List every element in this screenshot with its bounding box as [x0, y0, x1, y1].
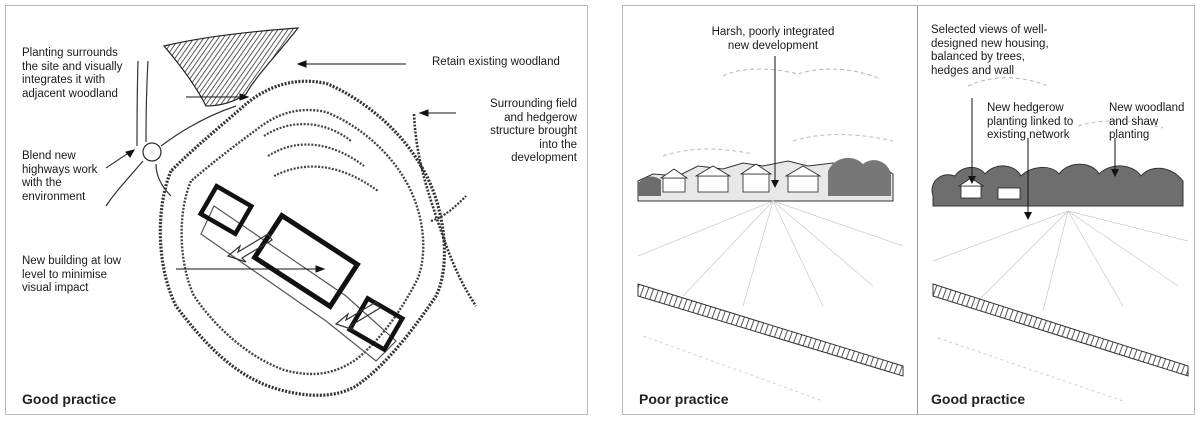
hedgerow-label: Surrounding field and hedgerow structure…	[456, 98, 577, 166]
poor-practice-view	[638, 56, 903, 401]
good-views-label: Selected views of well- designed new hou…	[931, 24, 1049, 78]
existing-woodland	[164, 28, 298, 106]
roundabout	[143, 143, 161, 161]
poor-practice-caption: Poor practice	[639, 391, 728, 407]
building-large	[255, 216, 358, 307]
building-label: New building at low level to minimise vi…	[22, 255, 121, 296]
site-boundary-outer	[160, 81, 444, 395]
site-plan-panel: Planting surrounds the site and visually…	[5, 5, 588, 415]
highways-label: Blend new highways work with the environ…	[22, 150, 97, 204]
good-hedgerow-label: New hedgerow planting linked to existing…	[987, 102, 1073, 143]
planting-label: Planting surrounds the site and visually…	[22, 47, 122, 101]
left-caption: Good practice	[22, 391, 116, 407]
site-boundary-inner	[182, 110, 424, 374]
good-woodland-label: New woodland and shaw planting	[1109, 102, 1184, 143]
landscape-views-illustration	[623, 6, 1196, 416]
good-practice-caption: Good practice	[931, 391, 1025, 407]
poor-development-label: Harsh, poorly integrated new development	[693, 26, 853, 53]
landscape-views-panel: Harsh, poorly integrated new development…	[622, 5, 1195, 415]
woodland-label: Retain existing woodland	[432, 56, 560, 70]
